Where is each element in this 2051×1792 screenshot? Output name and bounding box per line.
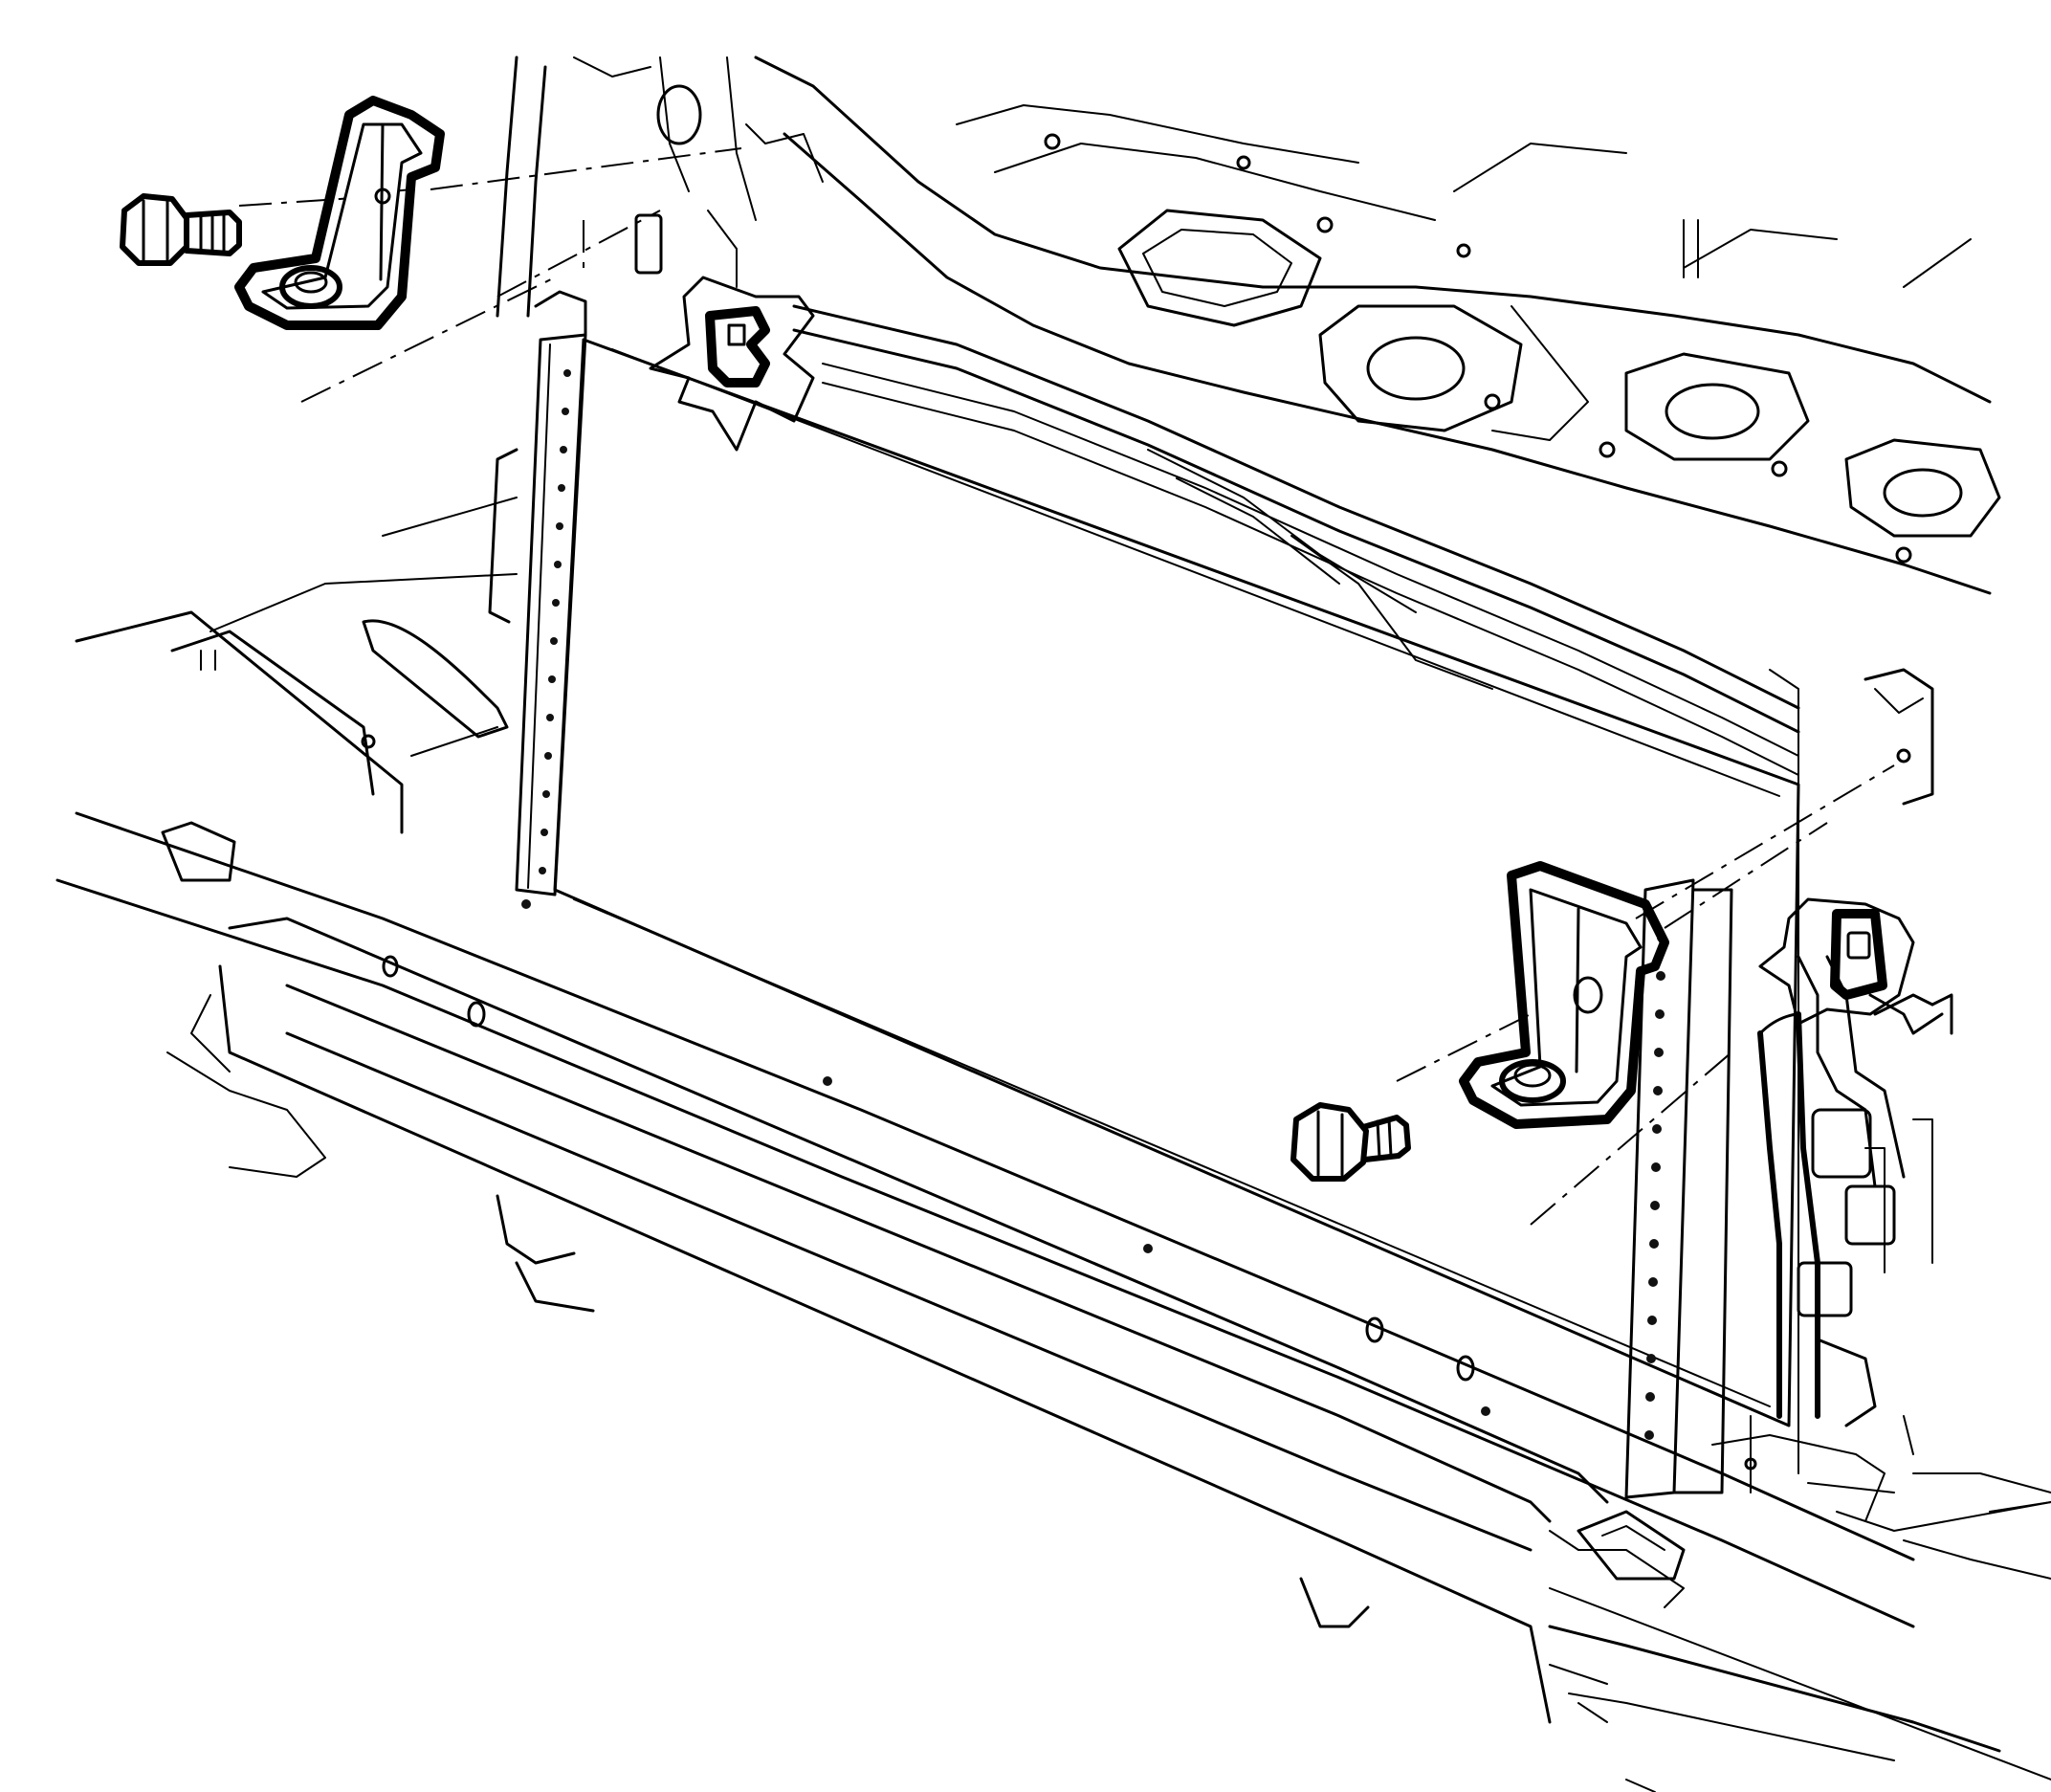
upper-hose-lines (792, 304, 1800, 776)
left-lower-frame (75, 497, 518, 882)
right-radiator-side-tank (1624, 668, 1934, 1499)
leader-lines (238, 147, 1895, 1226)
left-retainer-clip-callout (649, 276, 815, 452)
front-bumper-impact-bar (55, 811, 2051, 1761)
left-tank-rivets (539, 369, 571, 874)
right-bracket-bolt (1290, 1102, 1411, 1182)
right-upper-radiator-bracket (1459, 861, 1669, 1129)
left-upper-radiator-bracket (234, 96, 445, 330)
left-radiator-side-tank (488, 290, 587, 896)
upper-radiator-support (496, 55, 2001, 595)
left-bracket-bolt (120, 193, 242, 266)
background-structure-lines (1549, 1118, 2051, 1792)
wiring-harness (1711, 955, 2051, 1522)
right-tank-rivets (1644, 933, 1666, 1440)
right-retainer-clip-callout (1758, 897, 1953, 1035)
radiator-core (553, 338, 1800, 1427)
